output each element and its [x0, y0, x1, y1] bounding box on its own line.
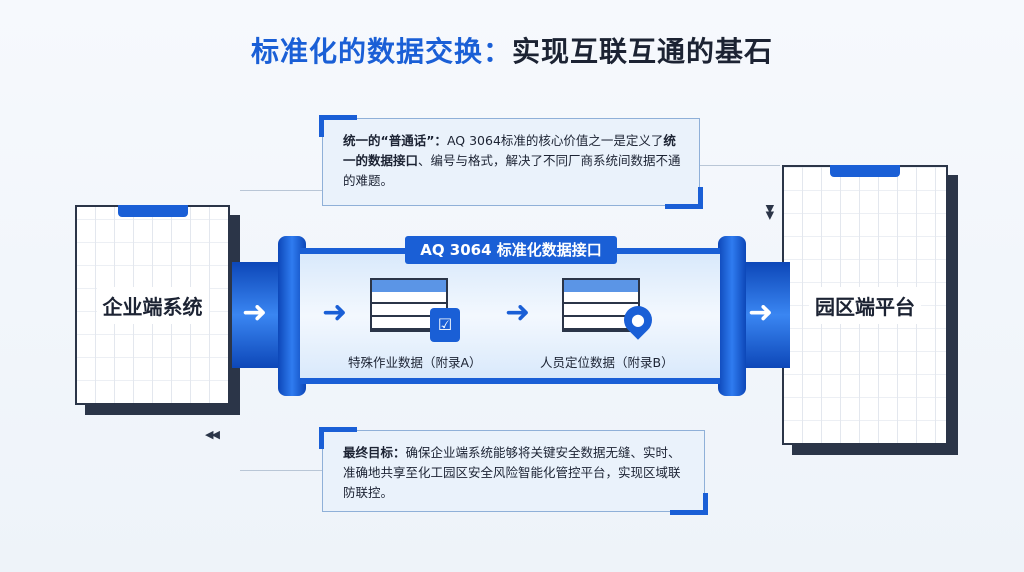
- connector-line: [700, 165, 780, 166]
- chevron-left-icon: ◀◀: [205, 428, 220, 441]
- arrow-right-icon: ➜: [748, 295, 774, 330]
- top-callout: 统一的“普通话”：AQ 3064标准的核心价值之一是定义了统一的数据接口、编号与…: [319, 115, 703, 209]
- enterprise-system-card: 企业端系统: [75, 205, 230, 405]
- connector-line: [240, 470, 322, 471]
- interface-label: AQ 3064 标准化数据接口: [405, 236, 617, 264]
- arrow-right-icon: ➜: [242, 295, 268, 330]
- page-title: 标准化的数据交换：实现互联互通的基石: [250, 35, 774, 68]
- clipboard-check-icon: ☑: [430, 308, 460, 342]
- park-platform-card: 园区端平台: [782, 165, 948, 445]
- pipe-flange: [718, 236, 746, 396]
- item-label: 特殊作业数据（附录A）: [348, 355, 482, 370]
- arrow-right-icon: ➜: [322, 295, 348, 330]
- connector-line: [240, 190, 322, 191]
- arrow-right-icon: ➜: [505, 295, 531, 330]
- bottom-callout: 最终目标：确保企业端系统能够将关键安全数据无缝、实时、准确地共享至化工园区安全风…: [319, 427, 708, 515]
- data-table-icon: [562, 278, 640, 332]
- chevron-down-icon: ▶▶: [763, 205, 777, 218]
- item-label: 人员定位数据（附录B）: [540, 355, 674, 370]
